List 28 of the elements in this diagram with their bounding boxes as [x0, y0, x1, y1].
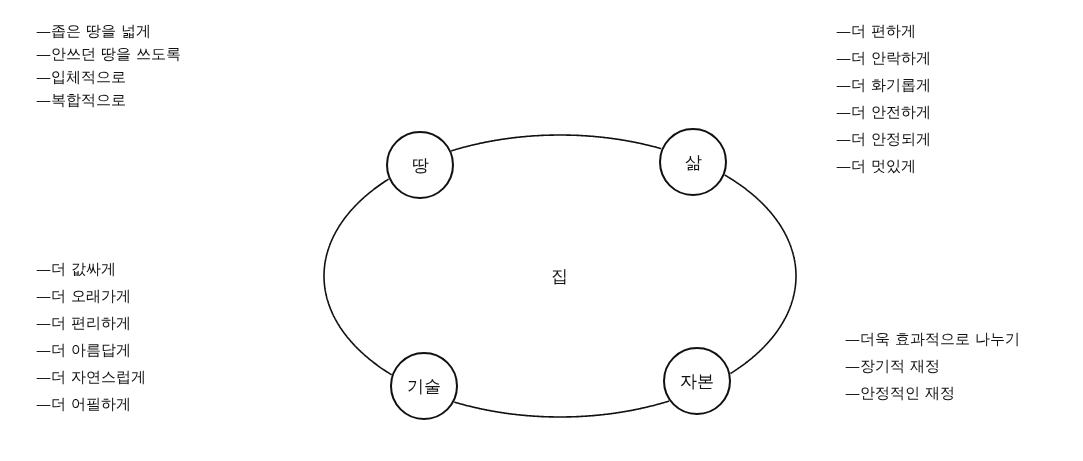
- note-text: —더 화기롭게: [836, 76, 931, 95]
- note-text: —더 값싸게: [36, 260, 116, 279]
- note-text: —더 멋있게: [836, 157, 916, 176]
- ellipse-arc: [323, 178, 393, 376]
- note-text: —더 오래가게: [36, 287, 131, 306]
- circle-node: 땅: [386, 131, 454, 199]
- ellipse-arc: [450, 134, 662, 152]
- note-text: —안정적인 재정: [845, 384, 955, 403]
- ellipse-arc: [723, 174, 797, 375]
- note-text: —입체적으로: [36, 68, 126, 87]
- note-text: —더 어필하게: [36, 395, 131, 414]
- note-text: —안쓰던 땅을 쓰도록: [36, 45, 181, 64]
- note-text: —더 편하게: [836, 22, 916, 41]
- note-text: —더 자연스럽게: [36, 368, 146, 387]
- circle-node: 삶: [659, 128, 727, 196]
- note-text: —장기적 재정: [845, 357, 940, 376]
- note-text: —복합적으로: [36, 91, 126, 110]
- note-text: —더 안전하게: [836, 103, 931, 122]
- circle-node: 기술: [390, 352, 458, 420]
- note-text: —더 안락하게: [836, 49, 931, 68]
- circle-node: 자본: [663, 347, 731, 415]
- center-label: 집: [551, 265, 568, 288]
- note-text: —더욱 효과적으로 나누기: [845, 330, 1020, 349]
- note-text: —더 안정되게: [836, 130, 931, 149]
- note-text: —더 편리하게: [36, 314, 131, 333]
- ellipse-arc: [453, 400, 670, 418]
- note-text: —좁은 땅을 넓게: [36, 22, 151, 41]
- note-text: —더 아름답게: [36, 341, 131, 360]
